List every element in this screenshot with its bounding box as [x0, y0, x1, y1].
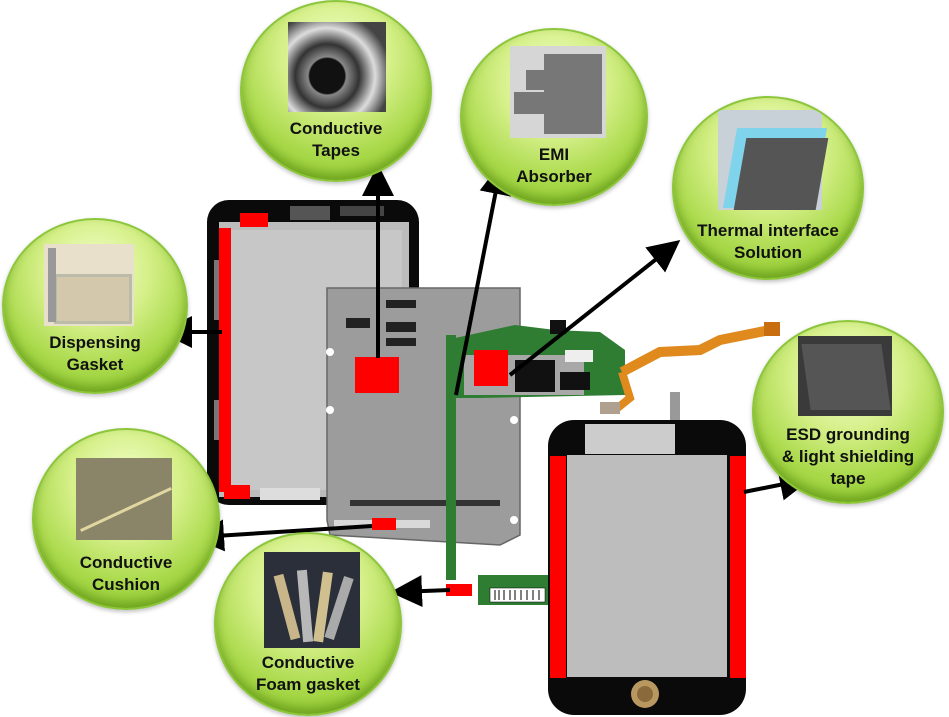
- absorber-sheet-photo-icon: [510, 46, 606, 138]
- housing-top-highlight: [240, 213, 268, 227]
- label-thermal-interface: Thermal interface Solution: [697, 221, 839, 262]
- bubble-thermal-interface: Thermal interface Solution: [672, 96, 864, 280]
- bubble-conductive-foam: Conductive Foam gasket: [214, 532, 402, 716]
- emi-absorber-highlight: [474, 350, 508, 386]
- bubble-conductive-tapes: Conductive Tapes: [240, 0, 432, 182]
- esd-tape-photo-icon: [798, 336, 892, 416]
- foam-gasket-highlight: [446, 584, 472, 596]
- conductive-tape-highlight: [355, 357, 399, 393]
- esd-tape-highlight-left: [550, 456, 566, 678]
- bubble-emi-absorber: EMI Absorber: [460, 28, 648, 206]
- dispensing-gasket-highlight: [219, 228, 231, 492]
- cushion-highlight: [372, 518, 396, 530]
- tape-roll-photo-icon: [288, 22, 386, 112]
- housing-bottom-highlight: [224, 485, 250, 499]
- bubble-esd-tape: ESD grounding & light shielding tape: [752, 320, 944, 504]
- bubble-conductive-cushion: Conductive Cushion: [32, 428, 220, 610]
- metal-shield-plate: [326, 287, 521, 546]
- label-esd-tape: ESD grounding & light shielding tape: [781, 425, 915, 488]
- label-conductive-cushion: Conductive Cushion: [79, 553, 173, 594]
- front-display: [548, 392, 746, 715]
- label-conductive-tapes: Conductive Tapes: [289, 119, 383, 160]
- gasket-photo-icon: [44, 244, 134, 326]
- flex-cable: [619, 325, 771, 377]
- label-conductive-foam: Conductive Foam gasket: [256, 653, 360, 694]
- foam-gasket-photo-icon: [264, 552, 360, 648]
- cushion-photo-icon: [76, 458, 172, 540]
- thermal-pad-photo-icon: [718, 110, 829, 210]
- label-dispensing-gasket: Dispensing Gasket: [49, 333, 141, 374]
- label-emi-absorber: EMI Absorber: [516, 145, 592, 186]
- esd-tape-highlight-right: [730, 456, 746, 678]
- bubble-dispensing-gasket: Dispensing Gasket: [2, 218, 188, 394]
